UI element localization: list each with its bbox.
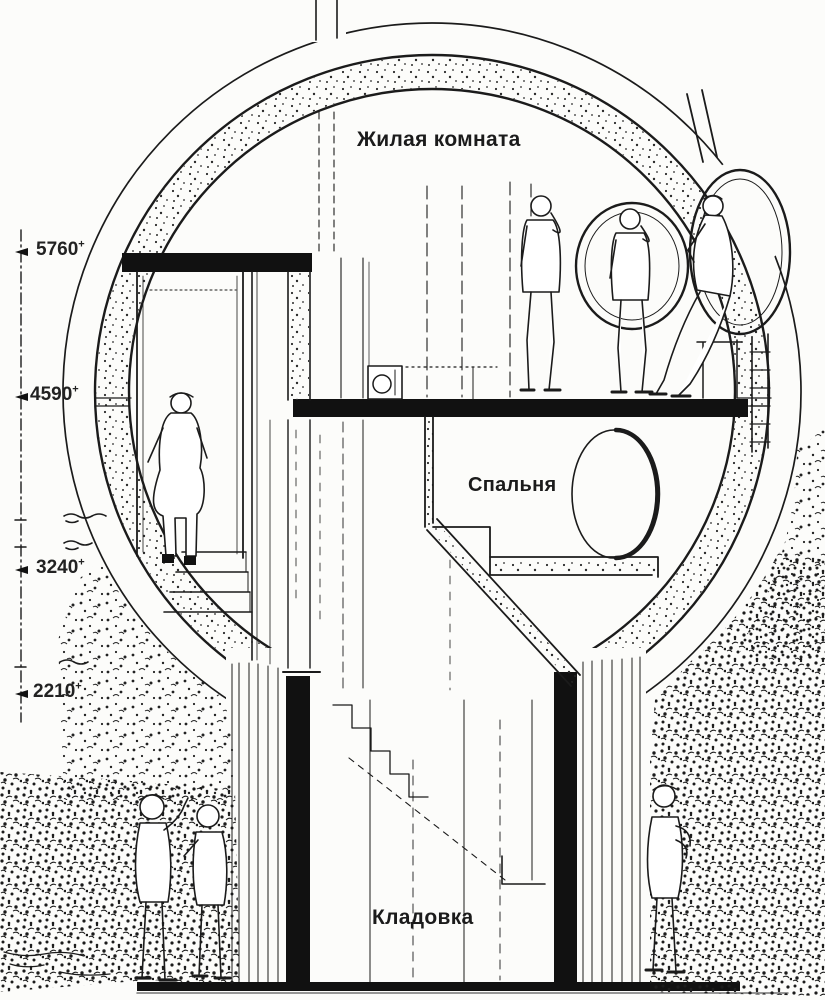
figure-man-standing-right — [609, 208, 654, 394]
bedroom-floor-platform — [489, 556, 659, 578]
elevation-mark-3-value: 2210 — [33, 681, 76, 702]
loft-beam — [122, 253, 312, 272]
roof-vent-pipe — [308, 0, 346, 255]
upper-stairs — [163, 551, 253, 613]
figure-man-standing-left — [519, 195, 562, 392]
elevation-mark-1: 4590+ — [30, 384, 79, 406]
elevation-mark-1-value: 4590 — [30, 384, 73, 405]
ladder — [696, 333, 771, 453]
foliage-right-mass — [650, 428, 825, 996]
room-label-living-room: Жилая комната — [357, 128, 521, 151]
elevation-mark-3: 2210+ — [33, 681, 82, 703]
elevation-mark-2-suffix: + — [78, 556, 85, 569]
foliage-left-bush — [0, 560, 240, 992]
elevation-mark-1-suffix: + — [72, 383, 79, 396]
figure-woman-doorway — [147, 392, 208, 565]
room-label-storage: Кладовка — [372, 906, 474, 929]
figure-person-outside-right — [644, 784, 692, 974]
doorway — [136, 271, 271, 665]
figure-pair-outside-left — [134, 794, 232, 982]
stair-wall-band — [287, 271, 311, 401]
appliance — [367, 365, 403, 400]
elevation-mark-0-value: 5760 — [36, 239, 79, 260]
elevation-mark-0-suffix: + — [78, 238, 85, 251]
elevation-mark-0: 5760+ — [36, 239, 85, 261]
elevation-mark-3-suffix: + — [75, 680, 82, 693]
cylinder-base — [226, 419, 646, 984]
basement-stairs — [295, 419, 546, 984]
room-label-bedroom: Спальня — [468, 474, 557, 496]
elevation-mark-2: 3240+ — [36, 557, 85, 579]
bedroom-sloped-wall — [424, 416, 581, 687]
hatch-door — [686, 89, 802, 336]
elevation-mark-2-value: 3240 — [36, 557, 79, 578]
living-room-floor — [293, 399, 748, 417]
figure-person-seated — [648, 194, 734, 398]
bedroom-round-window — [571, 427, 661, 561]
